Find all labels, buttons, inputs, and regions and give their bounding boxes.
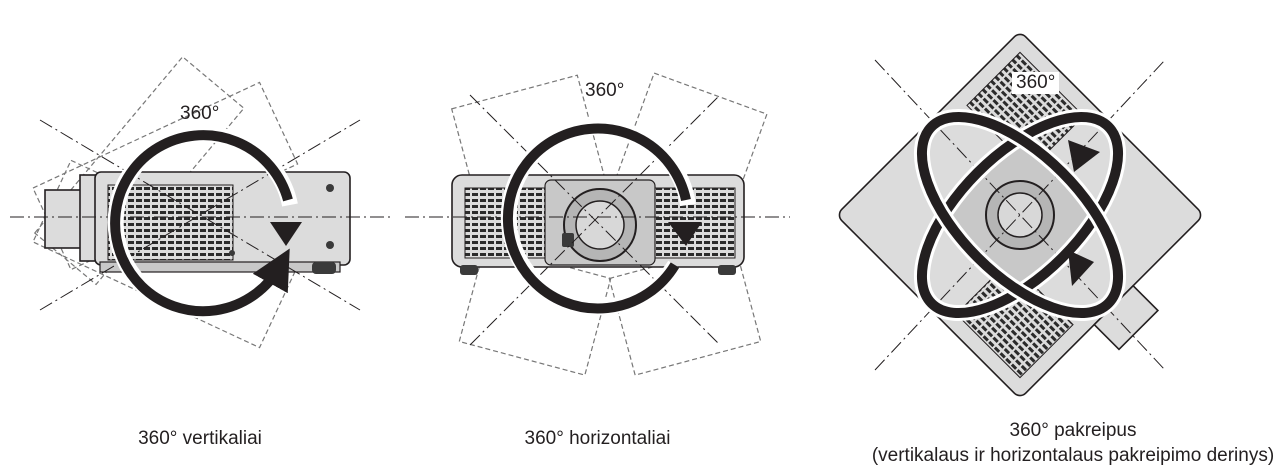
- horizontal-rotation-figure: [405, 72, 790, 376]
- caption-horizontal: 360° horizontaliai: [524, 428, 671, 449]
- projector-front-view: [451, 174, 745, 275]
- tilted-rotation-figure: [838, 33, 1202, 397]
- vertical-rotation-figure: [10, 55, 390, 349]
- rotation-arrow: [500, 119, 702, 316]
- caption-vertical: 360° vertikaliai: [138, 428, 262, 449]
- caption-tilted: 360° pakreipus (vertikalaus ir horizonta…: [867, 418, 1279, 468]
- angle-label-vertical: 360°: [180, 103, 220, 124]
- projector-side-view: [44, 171, 351, 274]
- rotation-arrows: [913, 108, 1127, 322]
- rotation-arrow: [107, 126, 302, 319]
- caption-tilted-line1: 360° pakreipus: [1009, 420, 1137, 441]
- diagonal-axis: [39, 119, 361, 311]
- diagonal-axis: [469, 94, 721, 346]
- caption-tilted-line2: (vertikalaus ir horizontalaus pakreipimo…: [871, 445, 1275, 466]
- angle-label-tilted: 360°: [1012, 72, 1060, 94]
- angle-label-horizontal: 360°: [585, 80, 625, 101]
